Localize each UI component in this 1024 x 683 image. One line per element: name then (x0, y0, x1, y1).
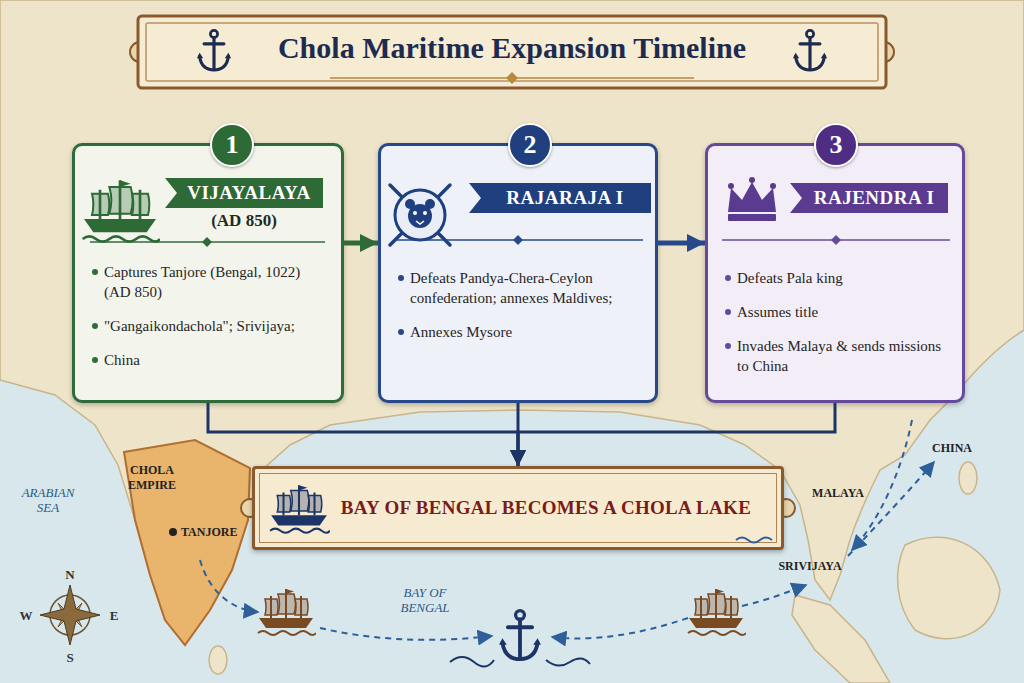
date-text: (AD 850) (165, 210, 323, 232)
region-label: SRIVIJAYA (778, 559, 841, 574)
connector-arrow (344, 241, 378, 246)
bullet-text: Annexes Mysore (396, 322, 641, 342)
island (898, 537, 1000, 638)
city-label: TANJORE (181, 525, 237, 540)
bullet-text: Captures Tanjore (Bengal, 1022) (AD 850) (90, 262, 325, 302)
step-badge: 2 (508, 123, 552, 167)
divider (90, 235, 950, 247)
island (209, 646, 227, 674)
ruler-card: RAJENDRA I Defeats Pala kingAssumes title… (705, 143, 965, 403)
flourish (450, 657, 590, 667)
bullet-text: China (90, 350, 325, 370)
anchor-icon (197, 30, 231, 70)
step-badge: 1 (210, 123, 254, 167)
ship-icon (258, 589, 316, 635)
connector-arrow (208, 403, 518, 466)
anchor-icon (499, 611, 541, 659)
ship-icon (688, 589, 746, 635)
region-label: MALAYA (812, 486, 864, 501)
island (959, 462, 977, 494)
bullet-text: Assumes title (723, 302, 948, 322)
step-number: 2 (524, 132, 537, 158)
compass-letter: S (66, 650, 73, 665)
bullet-text: Defeats Pandya-Chera-Ceylon confederatio… (396, 268, 641, 308)
banner-text: BAY OF BENGAL BECOMES A CHOLA LAKE (341, 496, 751, 520)
ruler-card: VIJAYALAYA(AD 850) Captures Tanjore (Beng… (72, 143, 344, 403)
compass-letter: N (65, 567, 74, 582)
connector-arrow (517, 403, 520, 466)
bullet-text: Defeats Pala king (723, 268, 948, 288)
connector-arrow (518, 403, 835, 466)
connector-arrow (658, 241, 705, 246)
anchor-icon (793, 30, 827, 70)
tiger-shield-icon (390, 185, 450, 245)
ship-icon (270, 485, 330, 533)
compass-letter: W (20, 608, 33, 623)
step-number: 1 (226, 132, 239, 158)
city-dot (169, 528, 177, 536)
region-label: CHINA (932, 441, 972, 456)
ruler-name: VIJAYALAYA (165, 178, 323, 208)
compass-rose (40, 585, 100, 645)
connector-layer (208, 243, 835, 466)
sea-label: BAY OF BENGAL (385, 585, 465, 615)
title-scroll (130, 16, 894, 88)
bullet-text: Invades Malaya & sends missions to China (723, 336, 948, 376)
outcome-banner: BAY OF BENGAL BECOMES A CHOLA LAKE (252, 466, 784, 550)
region-label: CHOLA EMPIRE (121, 463, 183, 493)
step-number: 3 (830, 132, 843, 158)
sea-routes (200, 420, 934, 640)
island (792, 595, 890, 683)
diagram-title: Chola Maritime Expansion Timeline (150, 28, 874, 68)
wave-ornament (736, 538, 772, 543)
land (0, 0, 1024, 645)
compass-letter: E (110, 608, 119, 623)
step-badge: 3 (814, 123, 858, 167)
bullet-text: "Gangaikondachola"; Srivijaya; (90, 316, 325, 336)
ruler-name: RAJARAJA I (469, 183, 651, 213)
ruler-name: RAJENDRA I (790, 183, 948, 213)
sea-label: ARABIAN SEA (13, 485, 83, 515)
crown-icon (728, 177, 776, 221)
ship-icon (83, 180, 160, 241)
ruler-card: RAJARAJA I Defeats Pandya-Chera-Ceylon co… (378, 143, 658, 403)
